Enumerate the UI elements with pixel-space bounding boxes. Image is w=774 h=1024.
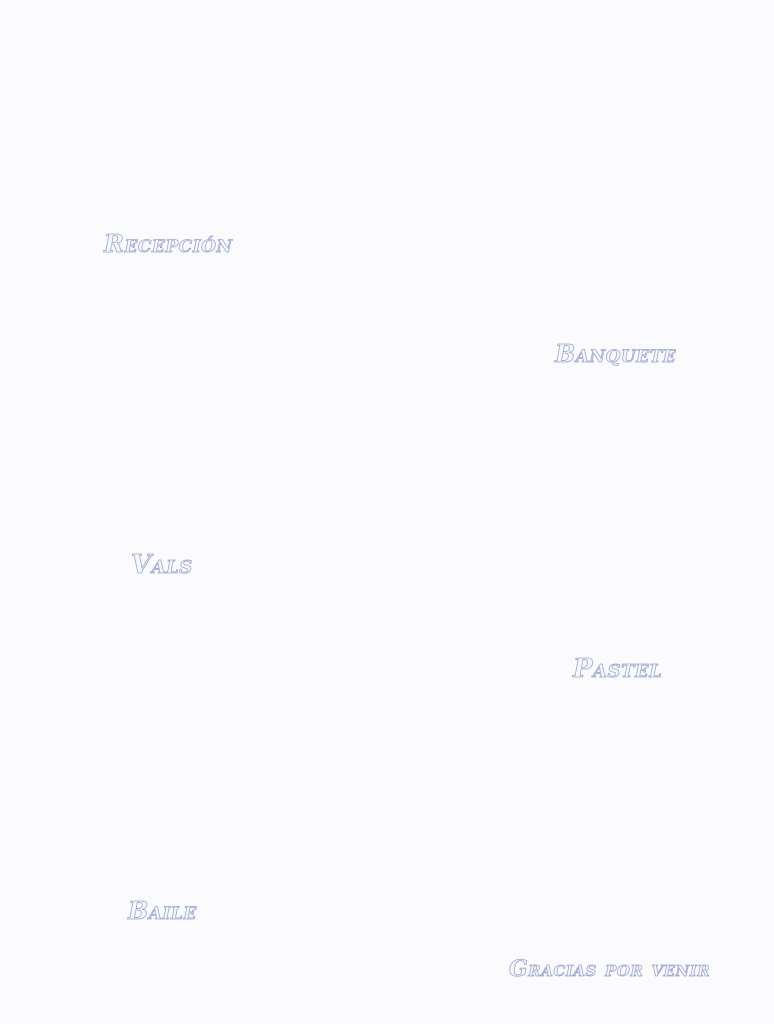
program-item-baile: Baile bbox=[128, 896, 197, 925]
program-item-recepcion: Recepción bbox=[104, 229, 233, 258]
program-item-pastel: Pastel bbox=[573, 654, 663, 684]
closing-message: Gracias por venir bbox=[509, 956, 711, 982]
program-item-vals: Vals bbox=[131, 550, 193, 580]
program-item-banquete: Banquete bbox=[555, 339, 677, 368]
